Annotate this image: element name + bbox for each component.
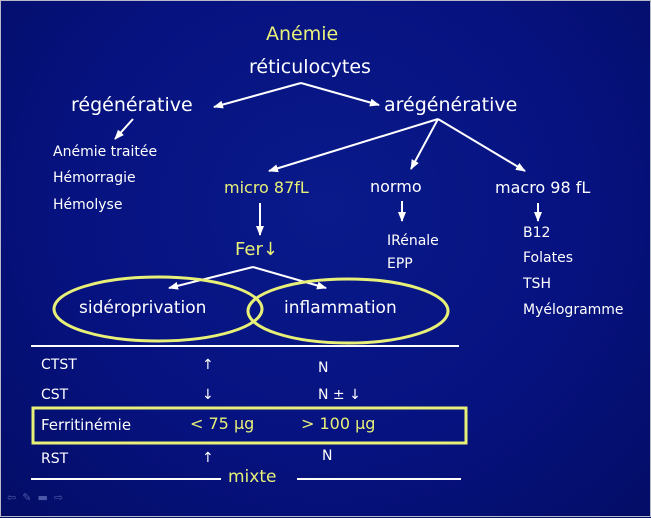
arrow-to-aregenerative (300, 82, 380, 107)
fer-label: Fer↓ (235, 239, 278, 260)
arrow-right-icon[interactable]: ⇨ (53, 491, 64, 504)
category-micro: micro 87fL (224, 178, 309, 197)
macro-cause-4: Myélogramme (523, 302, 624, 318)
row-label-ctst: CTST (41, 357, 77, 373)
arrow-to-regen-causes (114, 118, 134, 140)
regen-cause-1: Anémie traitée (53, 144, 158, 160)
macro-cause-3: TSH (523, 276, 551, 292)
ellipse-label-sideroprivation: sidéroprivation (79, 298, 207, 318)
macro-cause-2: Folates (523, 250, 573, 266)
ellipse-sideroprivation (52, 275, 264, 343)
row-inflam-cst: N ± ↓ (318, 387, 361, 403)
ellipse-label-inflammation: inflammation (284, 298, 397, 318)
regen-cause-2: Hémorragie (53, 170, 136, 186)
subtitle: réticulocytes (249, 56, 371, 78)
arrow-to-micro (268, 118, 439, 173)
arrow-to-regenerative (213, 82, 302, 109)
menu-icon[interactable]: ▬ (37, 491, 48, 504)
ferritinemie-highlight-box (31, 406, 468, 445)
row-sidero-cst: ↓ (202, 387, 214, 403)
row-sidero-ctst: ↑ (202, 357, 214, 373)
ellipse-inflammation (246, 277, 450, 345)
arrow-to-sideroprivation (168, 266, 254, 290)
arrow-left-icon[interactable]: ⇦ (7, 491, 17, 504)
row-sidero-rst: ↑ (202, 450, 214, 466)
normo-cause-1: IRénale (387, 233, 439, 249)
macro-cause-1: B12 (523, 225, 551, 241)
row-label-rst: RST (41, 451, 69, 467)
row-inflam-ferritinemie: > 100 µg (301, 414, 376, 433)
arrow-to-inflammation (252, 266, 327, 290)
slide-nav: ⇦ ✎ ▬ ⇨ (7, 491, 69, 504)
category-normo: normo (370, 177, 422, 196)
regen-cause-3: Hémolyse (53, 197, 123, 213)
title: Anémie (266, 23, 339, 45)
row-sidero-ferritinemie: < 75 µg (190, 414, 255, 433)
mixte-label: mixte (228, 467, 277, 487)
row-label-cst: CST (41, 387, 69, 403)
row-inflam-rst: N (322, 448, 333, 464)
row-label-ferritinemie: Ferritinémie (41, 416, 132, 434)
row-inflam-ctst: N (318, 360, 329, 376)
branch-aregenerative: arégénérative (384, 94, 518, 116)
arrow-to-macro (437, 118, 526, 172)
branch-regenerative: régénérative (71, 94, 193, 116)
category-macro: macro 98 fL (495, 178, 591, 197)
pen-icon[interactable]: ✎ (22, 491, 32, 504)
normo-cause-2: EPP (387, 256, 413, 272)
arrow-to-normo (410, 118, 439, 170)
